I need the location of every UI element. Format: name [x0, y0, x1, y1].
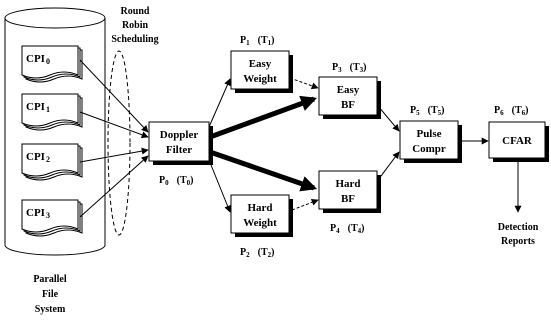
doppler-filter-box: Doppler Filter [148, 121, 213, 165]
output-label-line-1: Detection [498, 222, 539, 233]
cfar-proc-label: P6(T6) [494, 105, 528, 117]
thick-arrow-doppler-to-easy-bf [209, 95, 318, 140]
svg-text:Weight: Weight [243, 217, 277, 229]
easy-bf-box: Easy BF [318, 76, 381, 119]
svg-text:Easy: Easy [337, 84, 360, 96]
cfar-box: CFAR [488, 121, 549, 162]
hard-bf-box: Hard BF [318, 170, 381, 213]
arrow-cpi1-to-doppler [79, 111, 149, 139]
doppler-proc-label: P0(T0) [159, 175, 193, 187]
cpi-document-3: CPI3 [21, 199, 83, 237]
svg-text:BF: BF [341, 99, 355, 111]
svg-text:Weight: Weight [243, 73, 277, 85]
svg-text:Hard: Hard [335, 178, 360, 190]
hard-bf-proc-label: P4(T4) [330, 223, 364, 235]
dashed-arrow-hard-weight-to-hard-bf [291, 198, 319, 211]
easy-bf-proc-label: P3(T3) [332, 62, 366, 74]
arrow-cpi0-to-doppler [79, 59, 149, 133]
pulse-compr-box: Pulse Compr [399, 120, 462, 163]
thick-arrow-doppler-to-hard-bf [209, 149, 318, 192]
arrow-hard-bf-to-pulse [377, 151, 400, 181]
round-robin-ellipse [107, 50, 131, 236]
storage-label-line-1: Parallel [33, 274, 67, 285]
cpi-label-3: CPI3 [26, 207, 50, 220]
svg-text:CFAR: CFAR [502, 135, 533, 147]
svg-text:Compr: Compr [412, 143, 446, 155]
svg-text:Filter: Filter [166, 144, 192, 156]
scheduling-label-line-3: Scheduling [111, 34, 158, 45]
svg-text:Hard: Hard [247, 202, 272, 214]
hard-weight-proc-label: P2(T2) [240, 247, 274, 259]
storage-label-line-3: System [35, 304, 66, 315]
svg-text:Doppler: Doppler [160, 129, 199, 141]
scheduling-label-line-2: Robin [122, 20, 149, 31]
storage-label-line-2: File [42, 289, 59, 300]
dashed-arrow-easy-weight-to-easy-bf [289, 77, 319, 90]
scheduling-label-line-1: Round [121, 6, 150, 17]
arrow-doppler-to-easy-weight [208, 78, 231, 128]
cpi-label-1: CPI1 [26, 101, 50, 114]
cpi-label-0: CPI0 [26, 53, 50, 66]
svg-text:BF: BF [341, 193, 355, 205]
svg-text:Pulse: Pulse [416, 128, 441, 140]
cpi-document-2: CPI2 [21, 143, 83, 181]
svg-text:Easy: Easy [249, 58, 272, 70]
easy-weight-box: Easy Weight [230, 50, 293, 93]
output-label-line-2: Reports [501, 236, 535, 247]
arrow-cpi2-to-doppler [79, 147, 149, 163]
cpi-label-2: CPI2 [26, 151, 50, 164]
easy-weight-proc-label: P1(T1) [240, 35, 274, 47]
hard-weight-box: Hard Weight [230, 194, 293, 237]
cpi-document-0: CPI0 [21, 45, 83, 83]
arrow-cpi3-to-doppler [79, 155, 149, 218]
arrow-doppler-to-hard-weight [208, 159, 231, 213]
arrow-easy-bf-to-pulse [377, 105, 400, 132]
cpi-document-1: CPI1 [21, 93, 83, 131]
pulse-compr-proc-label: P5(T5) [410, 105, 444, 117]
